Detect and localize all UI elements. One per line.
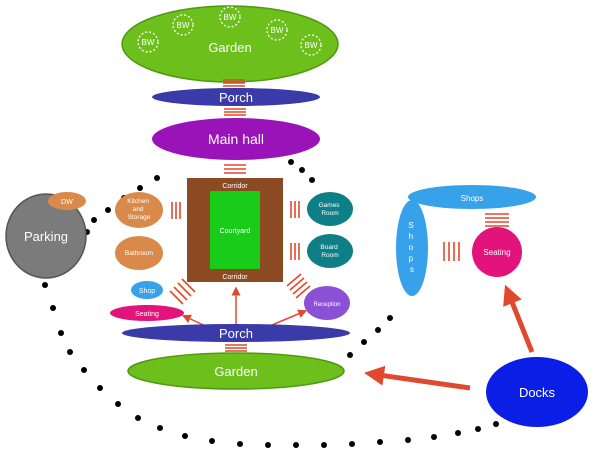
- drop-off-area: [48, 192, 86, 210]
- connector-stripes: [290, 243, 300, 260]
- parking: [5, 193, 87, 279]
- main-hall-label: Main hall: [208, 131, 264, 147]
- bench-marker: [266, 19, 288, 41]
- shops-vertical: [396, 200, 428, 296]
- bench-label: BW: [142, 38, 155, 47]
- arrow-docks-to-garden: [364, 365, 471, 391]
- bathroom: [115, 236, 163, 270]
- arrow-docks-to-seating: [503, 284, 535, 353]
- bench-label: BW: [271, 26, 284, 35]
- bench-label: BW: [177, 21, 190, 30]
- bench-marker: [172, 14, 194, 36]
- garden-top-label: Garden: [208, 40, 251, 55]
- corridor-top-label: Corridor: [222, 183, 248, 190]
- shops-vertical-label: S h o p s: [408, 221, 416, 274]
- porch-top-label: Porch: [219, 90, 253, 105]
- connector-stripes: [223, 79, 245, 87]
- porch-bottom-label: Porch: [219, 326, 253, 341]
- shops-top-label: Shops: [461, 194, 484, 203]
- courtyard: [210, 191, 260, 269]
- seating-right: [472, 227, 522, 277]
- seating-left-label: Seating: [135, 311, 159, 318]
- kitchen-storage-label: Kitchen and Storage: [127, 198, 151, 221]
- seating-right-label: Seating: [483, 248, 510, 257]
- connector-stripes: [171, 202, 181, 219]
- games-room-label: Games Room: [319, 202, 342, 217]
- connector-stripes: [286, 273, 311, 299]
- board-room: [307, 234, 353, 268]
- shops-top: [408, 185, 536, 209]
- docks: [486, 357, 588, 427]
- seating-left: [110, 305, 184, 321]
- corridor-bottom-label: Corridor: [222, 274, 248, 281]
- connector-stripes: [485, 213, 509, 227]
- board-room-label: Board Room: [320, 244, 339, 259]
- arrow-to-reception: [271, 309, 308, 326]
- bench-marker-group: [137, 6, 322, 56]
- connector-stripes: [224, 108, 246, 116]
- shop-small: [131, 281, 163, 299]
- garden-bottom: [127, 352, 345, 390]
- parking-label: Parking: [24, 229, 68, 244]
- connector-stripes: [290, 201, 300, 218]
- bench-label: BW: [224, 13, 237, 22]
- porch-bottom: [122, 324, 350, 342]
- garden-bottom-label: Garden: [214, 364, 257, 379]
- dw-label: DW: [61, 199, 73, 206]
- bench-label: BW: [305, 41, 318, 50]
- garden-top: [121, 5, 339, 83]
- reception-label: Reception: [313, 302, 340, 308]
- main-hall: [152, 118, 320, 160]
- connector-stripes: [443, 242, 460, 261]
- bench-marker: [219, 6, 241, 28]
- bench-marker: [137, 31, 159, 53]
- docks-label: Docks: [519, 385, 556, 400]
- connector-stripes: [169, 278, 196, 305]
- connector-stripes: [225, 344, 247, 352]
- reception: [304, 286, 350, 320]
- porch-top: [152, 88, 320, 106]
- courtyard-label: Courtyard: [220, 228, 251, 235]
- bench-marker: [300, 34, 322, 56]
- walking-path-dots: [42, 159, 499, 448]
- kitchen-storage-room: [115, 192, 163, 228]
- shop-small-label: Shop: [139, 288, 155, 295]
- connector-stripes: [224, 164, 246, 174]
- games-room: [307, 192, 353, 226]
- bathroom-label: Bathroom: [125, 250, 153, 257]
